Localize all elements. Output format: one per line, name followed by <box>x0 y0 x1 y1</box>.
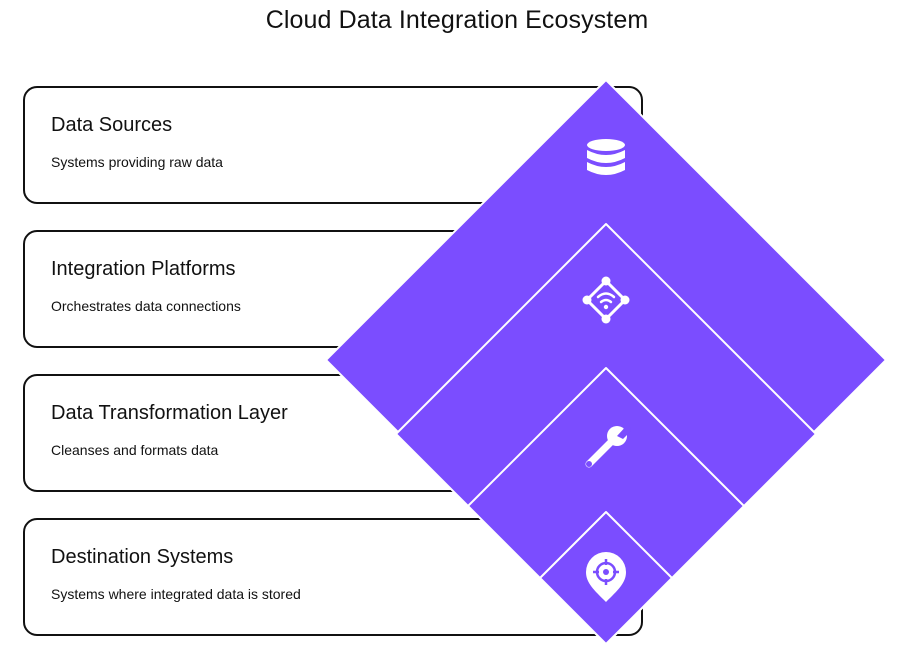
database-icon <box>587 139 625 175</box>
layer-heading: Data Transformation Layer <box>51 402 288 424</box>
layer-heading: Integration Platforms <box>51 258 236 280</box>
layer-description: Systems providing raw data <box>51 154 223 170</box>
layer-heading: Data Sources <box>51 114 173 136</box>
layer-description: Systems where integrated data is stored <box>51 586 301 602</box>
location-target-icon <box>586 552 626 602</box>
diagram-title: Cloud Data Integration Ecosystem <box>265 6 649 34</box>
network-hub-icon <box>582 276 630 324</box>
layer-description: Cleanses and formats data <box>51 442 219 458</box>
layer-description: Orchestrates data connections <box>51 298 241 314</box>
wrench-icon <box>585 423 631 468</box>
layer-heading: Destination Systems <box>51 546 234 568</box>
